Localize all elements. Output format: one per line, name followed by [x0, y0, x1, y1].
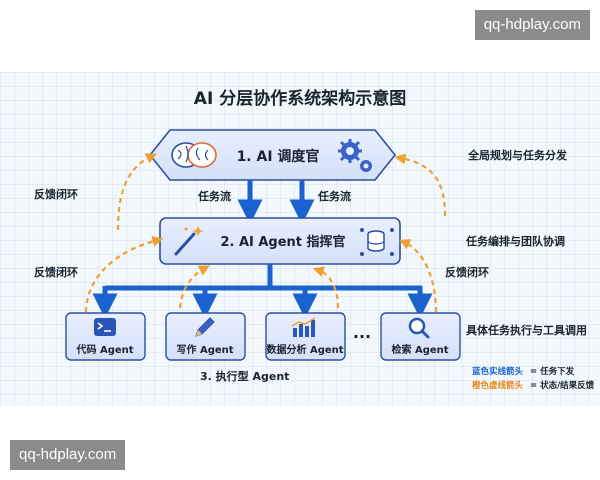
agent-writing-label: 写作 Agent	[176, 343, 233, 356]
agent-writing: 写作 Agent	[165, 312, 246, 361]
architecture-diagram: AI 分层协作系统架构示意图 1. AI 调度官 全局规划与任务分发 任务流 任…	[34, 88, 595, 391]
task-flow-label-left: 任务流	[197, 189, 231, 203]
watermark-bottom: qq-hdplay.com	[10, 440, 126, 470]
pencil-icon	[195, 317, 215, 337]
agent-data-analysis-label: 数据分析 Agent	[266, 343, 343, 356]
legend-blue-key: 蓝色实线箭头	[472, 366, 524, 377]
legend: 蓝色实线箭头 = 任务下发 橙色虚线箭头 = 状态/结果反馈	[472, 366, 595, 391]
task-distribution-bus	[92, 264, 433, 319]
bar-chart-icon	[291, 317, 316, 337]
agent-code-label: 代码 Agent	[75, 343, 133, 356]
gear-icon	[338, 139, 372, 172]
feedback-arrows	[84, 153, 447, 313]
layer1-side-note: 全局规划与任务分发	[467, 148, 568, 162]
brain-icon	[171, 142, 217, 168]
layer2-node: 2. AI Agent 指挥官	[159, 217, 401, 265]
feedback-label-2: 反馈闭环	[34, 265, 78, 279]
agent-code: 代码 Agent	[65, 312, 146, 361]
feedback-label-1: 反馈闭环	[34, 187, 78, 201]
feedback-label-3: 反馈闭环	[445, 265, 489, 279]
diagram-title: AI 分层协作系统架构示意图	[194, 88, 406, 109]
layer2-side-note: 任务编排与团队协调	[465, 234, 565, 248]
agent-retrieval-label: 检索 Agent	[391, 343, 448, 356]
terminal-icon	[94, 318, 116, 336]
task-flow-label-right: 任务流	[317, 189, 351, 203]
agent-data-analysis: 数据分析 Agent	[265, 312, 346, 361]
watermark-top: qq-hdplay.com	[474, 10, 590, 40]
layer1-node: 1. AI 调度官	[148, 129, 397, 181]
diagram-canvas: AI 分层协作系统架构示意图 1. AI 调度官 全局规划与任务分发 任务流 任…	[0, 72, 600, 406]
database-network-icon	[360, 228, 394, 256]
layer3-label: 3. 执行型 Agent	[200, 369, 289, 383]
more-agents-ellipsis: ...	[353, 323, 371, 342]
layer3-side-note: 具体任务执行与工具调用	[466, 323, 587, 337]
magnifier-icon	[408, 317, 430, 339]
legend-orange-value: = 状态/结果反馈	[530, 380, 595, 391]
legend-blue-value: = 任务下发	[530, 366, 575, 377]
agent-retrieval: 检索 Agent	[380, 312, 461, 361]
legend-orange-key: 橙色虚线箭头	[472, 380, 524, 391]
layer1-label: 1. AI 调度官	[237, 148, 320, 165]
magic-wand-icon	[174, 226, 204, 256]
layer2-label: 2. AI Agent 指挥官	[220, 234, 345, 250]
